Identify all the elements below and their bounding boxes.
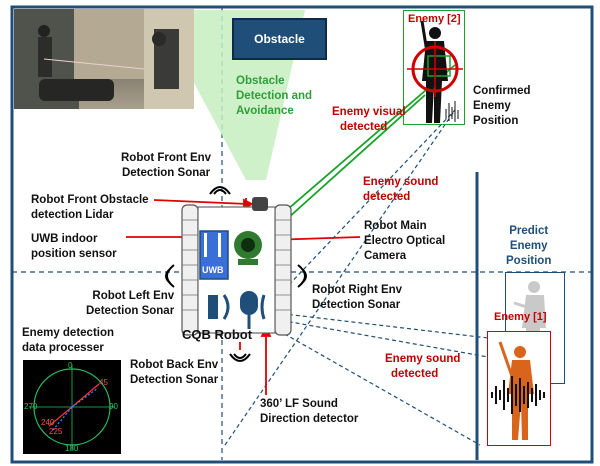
predict-line-3: Position: [506, 255, 552, 267]
obstacle-detection-line-1: Obstacle: [236, 75, 285, 87]
confirmed-line-3: Position: [473, 115, 519, 127]
front-lidar-line-2: detection Lidar: [31, 209, 114, 221]
front-sonar-line-2: Detection Sonar: [121, 167, 211, 179]
enemy-sound-bottom-line-1: Enemy sound: [385, 353, 461, 365]
photo-illustration: [14, 9, 194, 109]
enemy-sound-bottom-label: Enemy sound detected: [385, 352, 460, 382]
radar-tick-0: 0: [68, 361, 73, 370]
lf-sound-line-1: 360’ LF Sound: [260, 398, 338, 410]
right-sonar-label: Robot Right Env Detection Sonar: [312, 283, 402, 313]
front-lidar-line-1: Robot Front Obstacle: [31, 194, 149, 206]
back-sonar-label: Robot Back Env Detection Sonar: [130, 358, 218, 388]
sound-line-bottom-3: [259, 319, 481, 446]
uwb-chip-label: UWB: [202, 265, 224, 275]
enemy-sound-top-line-1: Enemy sound: [363, 176, 439, 188]
confirmed-position-label: Confirmed Enemy Position: [473, 84, 531, 129]
left-sonar-icon: [165, 264, 175, 288]
predict-line-2: Enemy: [509, 240, 548, 252]
front-sonar-line-1: Robot Front Env: [121, 152, 212, 164]
enemy-2-figure: [407, 20, 463, 123]
confirmed-line-2: Enemy: [473, 100, 511, 112]
outer-frame: [10, 5, 594, 464]
back-sonar-icon: [229, 353, 251, 362]
uwb-line-1: UWB indoor: [31, 233, 98, 245]
left-sonar-label: Robot Left Env Detection Sonar: [86, 289, 174, 319]
obstacle-detection-line-2: Detection and: [236, 90, 313, 102]
radar-display: 0 90 180 270 45 240 225: [23, 360, 121, 454]
front-lidar-label: Robot Front Obstacle detection Lidar: [31, 193, 149, 223]
right-sonar-icon: [297, 264, 307, 288]
processor-line-2: data processer: [22, 342, 104, 354]
processor-line-1: Enemy detection: [22, 327, 115, 339]
enemy-sound-top-line-2: detected: [363, 191, 411, 203]
enemy-1-box: [487, 331, 551, 446]
data-processor-label: Enemy detection data processer: [22, 326, 114, 356]
enemy-1-label: Enemy [1]: [494, 311, 547, 323]
front-sonar-label: Robot Front Env Detection Sonar: [121, 151, 211, 181]
enemy-visual-label: Enemy visual detected: [332, 105, 406, 135]
cqb-robot-label: CQB Robot: [182, 327, 253, 342]
front-sonar-icon: [209, 186, 231, 195]
confirmed-line-1: Confirmed: [473, 85, 531, 97]
radar-bearing-240: 240: [41, 418, 55, 427]
cqb-robot: [180, 190, 293, 345]
obstacle-detection-label: Obstacle Detection and Avoidance: [236, 74, 312, 119]
enemy-sound-bottom-line-2: detected: [391, 368, 439, 380]
enemy-2-box: [403, 10, 465, 125]
uwb-sensor-label: UWB indoor position sensor: [31, 232, 117, 262]
main-camera-label: Robot Main Electro Optical Camera: [364, 219, 445, 264]
right-sonar-line-1: Robot Right Env: [312, 284, 403, 296]
lf-sound-label: 360’ LF Sound Direction detector: [260, 397, 358, 427]
left-sonar-line-1: Robot Left Env: [92, 290, 175, 302]
robot-photo: [14, 9, 194, 109]
radar-screen: [29, 364, 115, 450]
back-sonar-line-2: Detection Sonar: [130, 374, 219, 386]
enemy-visual-line-1: Enemy visual: [332, 106, 406, 118]
radar-tick-90: 90: [109, 402, 118, 411]
obstacle-title: Obstacle: [254, 32, 305, 46]
radar-tick-270: 270: [24, 402, 38, 411]
camera-line-1: Robot Main: [364, 220, 427, 232]
back-sonar-line-1: Robot Back Env: [130, 359, 219, 371]
obstacle-detection-line-3: Avoidance: [236, 105, 294, 117]
left-sonar-line-2: Detection Sonar: [86, 305, 175, 317]
lf-sound-line-2: Direction detector: [260, 413, 359, 425]
right-sonar-line-2: Detection Sonar: [312, 299, 401, 311]
robot-illustration: [181, 190, 292, 336]
sound-line-top-2: [224, 109, 456, 446]
obstacle-box: Obstacle: [232, 18, 327, 60]
camera-line-3: Camera: [364, 250, 407, 262]
radar-bearing-225: 225: [49, 427, 63, 436]
radar-tick-180: 180: [65, 444, 79, 453]
enemy-2-label: Enemy [2]: [408, 13, 461, 25]
enemy-visual-line-2: detected: [340, 121, 388, 133]
predict-line-1: Predict: [509, 225, 549, 237]
enemy-sound-top-label: Enemy sound detected: [363, 175, 438, 205]
sound-line-bottom: [267, 317, 506, 361]
uwb-line-2: position sensor: [31, 248, 117, 260]
enemy-1-figure: [491, 341, 545, 440]
camera-line-2: Electro Optical: [364, 235, 446, 247]
sound-line-bottom-2: [267, 311, 506, 341]
sound-line-top: [264, 109, 456, 311]
radar-bearing-45: 45: [99, 378, 108, 387]
predict-position-label: Predict Enemy Position: [506, 224, 551, 269]
